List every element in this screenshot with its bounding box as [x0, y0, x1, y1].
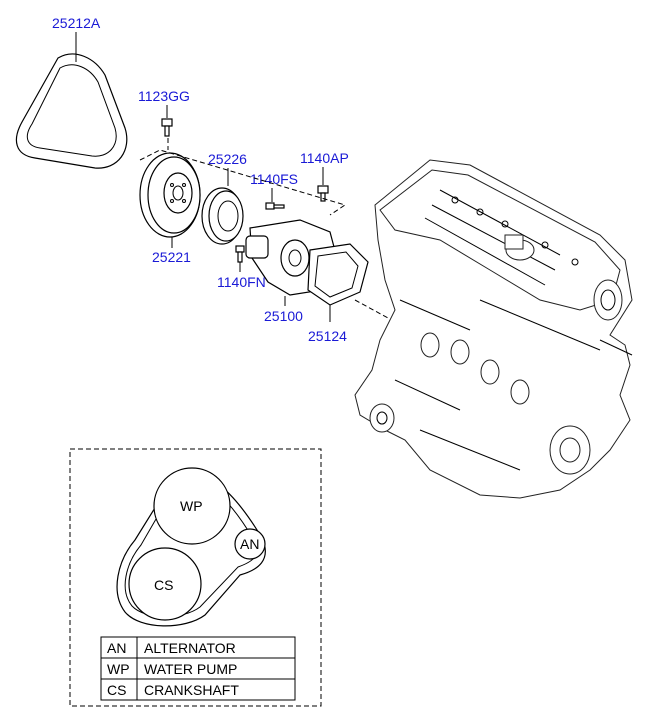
guide-bolt-ap — [139, 149, 347, 216]
legend-code: AN — [107, 640, 126, 656]
belt-layout-inset — [69, 448, 322, 707]
label-bolt-fn[interactable]: 1140FN — [217, 274, 266, 290]
label-bolt-fs[interactable]: 1140FS — [250, 171, 298, 187]
legend-code: WP — [107, 661, 130, 677]
label-crank-pulley[interactable]: 25221 — [152, 249, 191, 265]
label-belt[interactable]: 25212A — [52, 15, 101, 31]
drive-belt[interactable] — [15, 53, 128, 169]
an-circle-label: AN — [240, 536, 259, 552]
cs-circle-label: CS — [154, 577, 173, 593]
crankshaft-pulley[interactable] — [139, 152, 201, 238]
label-water-pump[interactable]: 25100 — [264, 308, 303, 324]
label-gasket[interactable]: 25124 — [308, 328, 347, 344]
legend-name: CRANKSHAFT — [144, 682, 239, 698]
legend-name: WATER PUMP — [144, 661, 237, 677]
cs-pulley-circle — [128, 547, 202, 621]
wp-circle-label: WP — [180, 498, 203, 514]
label-pump-pulley[interactable]: 25226 — [208, 151, 247, 167]
legend-code: CS — [107, 682, 126, 698]
an-pulley-circle — [234, 528, 266, 560]
bolt-fn[interactable] — [235, 245, 245, 263]
legend-name: ALTERNATOR — [144, 640, 236, 656]
wp-pulley-circle — [153, 467, 231, 545]
engine-block — [354, 159, 633, 499]
bolt-fs[interactable] — [265, 202, 285, 210]
legend-table: AN ALTERNATOR WP WATER PUMP CS CRANKSHAF… — [100, 636, 296, 701]
label-bolt-pulley[interactable]: 1123GG — [138, 88, 190, 104]
bolt-ap[interactable] — [317, 185, 329, 202]
water-pump-pulley[interactable] — [201, 187, 244, 245]
bolt-pulley[interactable] — [161, 118, 173, 137]
water-pump-gasket[interactable] — [307, 243, 369, 306]
label-bolt-ap[interactable]: 1140AP — [300, 150, 349, 166]
legend-frame — [100, 636, 296, 701]
